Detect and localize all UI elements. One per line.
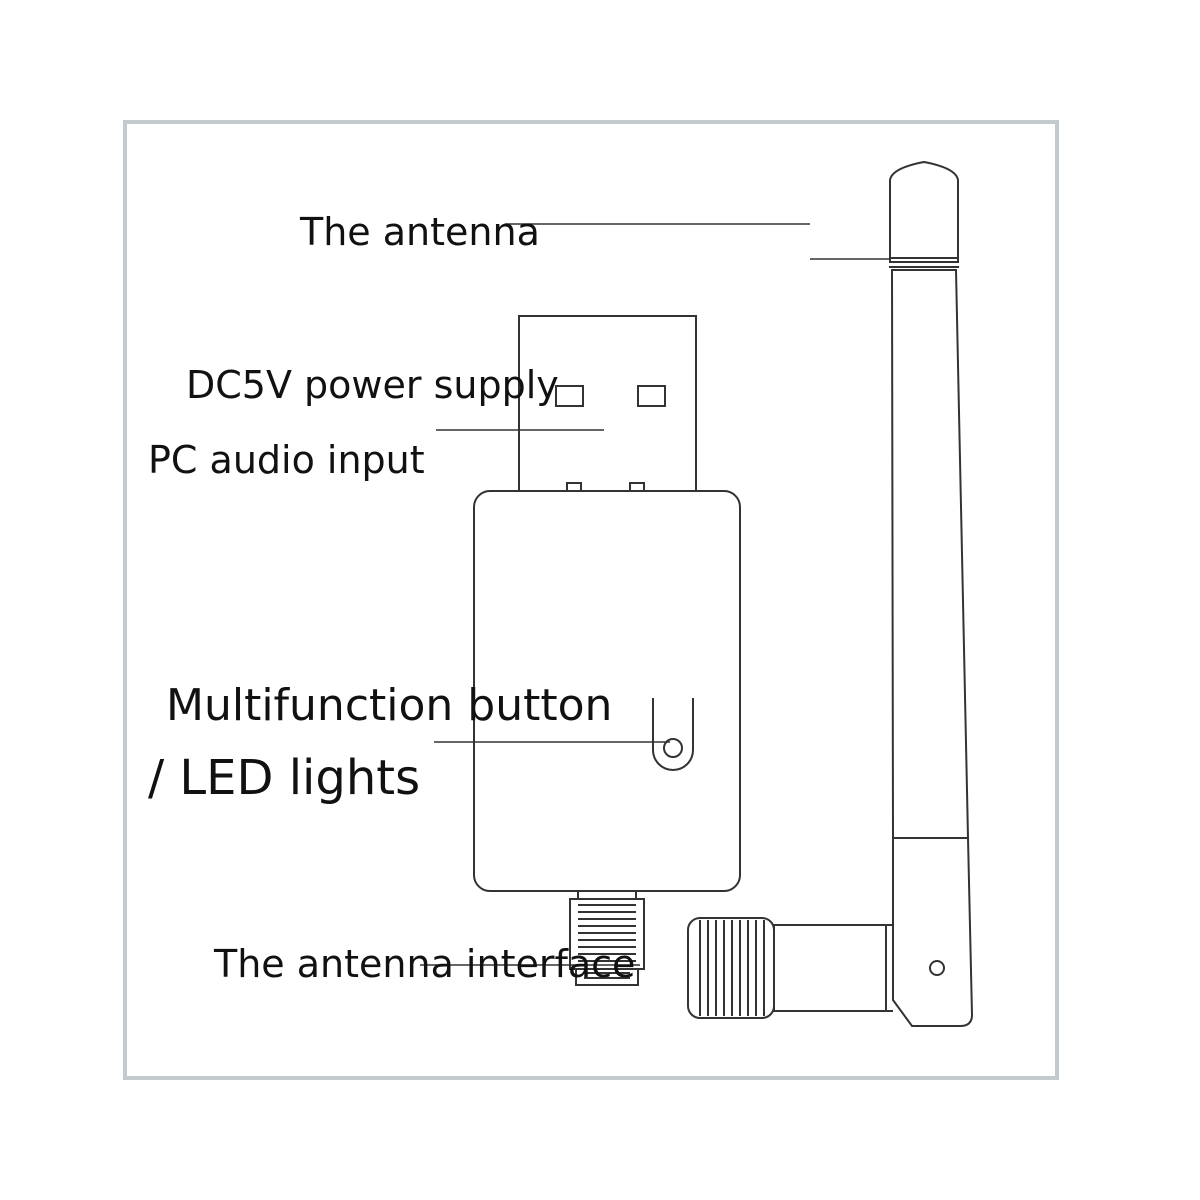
usb-pin-right	[629, 482, 645, 492]
label-audio-input: PC audio input	[148, 438, 425, 482]
usb-contact-right	[637, 385, 666, 407]
label-power-supply: DC5V power supply	[186, 363, 559, 407]
label-antenna-interface: The antenna interface	[214, 942, 636, 986]
button-led-icon	[652, 698, 694, 771]
usb-contact-left	[555, 385, 584, 407]
label-led-lights: / LED lights	[148, 750, 421, 806]
usb-pin-left	[566, 482, 582, 492]
antenna	[687, 160, 974, 1027]
leader-lines	[420, 223, 890, 966]
label-antenna: The antenna	[300, 210, 540, 254]
label-multifunction-button: Multifunction button	[166, 680, 613, 731]
antenna-connector	[569, 890, 645, 986]
